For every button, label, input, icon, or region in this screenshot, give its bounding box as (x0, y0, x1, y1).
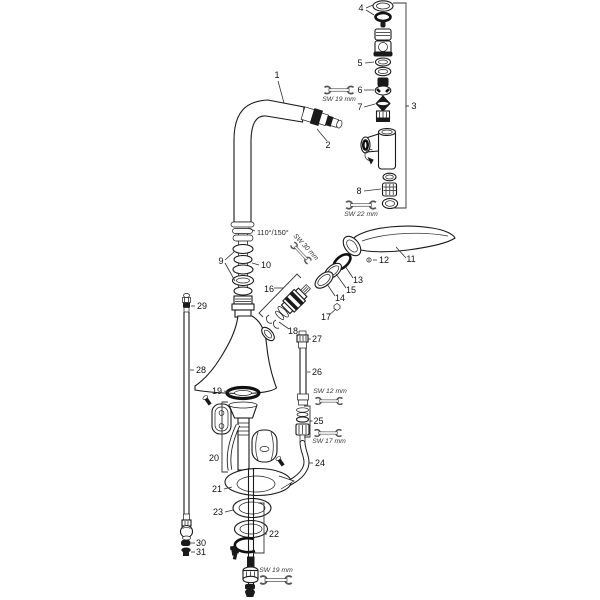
swivel-ring-stack (231, 234, 255, 296)
spout-coupling (300, 106, 343, 129)
callout-9: 9 (218, 256, 223, 266)
base-nut-19 (225, 385, 261, 401)
outlet-hose-28 (179, 293, 194, 556)
handle-screw (366, 257, 372, 263)
annotation-sw17: SW 17 mm (312, 438, 346, 445)
callout-18: 18 (288, 326, 298, 336)
callout-26: 26 (312, 367, 322, 377)
callout-27: 27 (312, 334, 322, 344)
spray-holder-elbow (360, 127, 397, 170)
callout-6: 6 (357, 85, 362, 95)
o-ring-dark (374, 11, 392, 23)
retainer-clips (265, 314, 280, 329)
annotation-sw22: SW 22 mm (344, 211, 378, 218)
weight-screw (202, 395, 212, 406)
sleeve (374, 28, 392, 41)
wrench-sw19-bottom-icon (259, 575, 293, 585)
callout-11: 11 (406, 254, 415, 264)
wrench-sw22-icon (345, 200, 377, 210)
rod-cap (244, 588, 256, 597)
supply-hose-26 (297, 348, 309, 406)
annotation-sw19-top: SW 19 mm (322, 96, 356, 103)
callout-29: 29 (197, 301, 207, 311)
callout-23: 23 (213, 507, 223, 517)
callout-31: 31 (196, 547, 206, 557)
hose-nut-30 (181, 540, 191, 546)
callout-3: 3 (411, 101, 416, 111)
hose-bottom-fitting (179, 513, 194, 541)
wrench-sw12-icon (314, 396, 344, 406)
spout-seal-ring (232, 228, 253, 234)
weight-screw (275, 456, 285, 467)
callout-17: 17 (321, 312, 331, 322)
callout-15: 15 (346, 285, 356, 295)
handle-lever (342, 225, 456, 257)
group-bracket-20 (221, 401, 228, 473)
mounting-rod (242, 468, 259, 597)
hose-fitting-27 (296, 330, 309, 349)
escutcheon-21 (224, 467, 295, 497)
cartridge (275, 284, 311, 320)
callout-4: 4 (358, 3, 363, 13)
check-valve (375, 95, 391, 122)
callout-30: 30 (196, 538, 206, 548)
callout-1: 1 (274, 70, 279, 80)
notched-ring (374, 85, 392, 96)
body-insert (231, 295, 255, 318)
cartridge-nut (333, 303, 341, 311)
callout-12: 12 (379, 255, 389, 265)
o-ring (232, 243, 254, 255)
hose-top-fitting-29 (182, 293, 191, 313)
callout-2: 2 (325, 140, 330, 150)
callout-24: 24 (315, 458, 325, 468)
callout-16: 16 (264, 284, 274, 294)
cartridge-port (261, 326, 275, 342)
callout-22: 22 (269, 529, 279, 539)
callout-21: 21 (212, 484, 222, 494)
callout-28: 28 (196, 365, 206, 375)
group-bracket-22 (253, 502, 265, 554)
tailpiece-shank (226, 401, 258, 471)
spout-seal-ring (230, 221, 255, 228)
callout-13: 13 (353, 275, 363, 285)
callout-20: 20 (209, 453, 219, 463)
pin (380, 21, 386, 28)
annotation-sw12: SW 12 mm (313, 388, 347, 395)
aerator-insert (381, 182, 398, 197)
wrench-sw17-icon (313, 428, 343, 438)
base-rings (232, 497, 272, 554)
group-bracket-25 (304, 405, 311, 438)
leader-lines (190, 4, 407, 553)
callout-19: 19 (212, 386, 222, 396)
clamp-screws (229, 545, 240, 560)
callout-5: 5 (357, 58, 362, 68)
spray-head-parts-column (372, 0, 394, 122)
wrench-sw19-top-icon (323, 85, 355, 95)
rod-nut (245, 584, 255, 590)
callout-10: 10 (261, 260, 271, 270)
rotation-arrow-head (367, 157, 374, 165)
black-cylinder (377, 77, 389, 87)
valve-insert (373, 40, 393, 57)
cartridge-seal (277, 306, 289, 318)
callout-8: 8 (356, 186, 361, 196)
mounting-set-25 (295, 407, 310, 444)
faucet-body (194, 315, 278, 395)
callout-25: 25 (314, 416, 324, 426)
ring-14 (314, 271, 334, 289)
spout (230, 99, 305, 234)
hose-weight (202, 395, 285, 467)
callout-14: 14 (335, 293, 345, 303)
aerator-parts (381, 172, 399, 210)
swivel-angle-annotation: 110°/150° (257, 228, 289, 237)
hose-cap-31 (181, 547, 191, 556)
annotation-sw19-bottom: SW 19 mm (259, 567, 293, 574)
group-bracket-3 (393, 2, 407, 209)
callout-7: 7 (357, 102, 362, 112)
group-bracket-16 (258, 273, 302, 318)
